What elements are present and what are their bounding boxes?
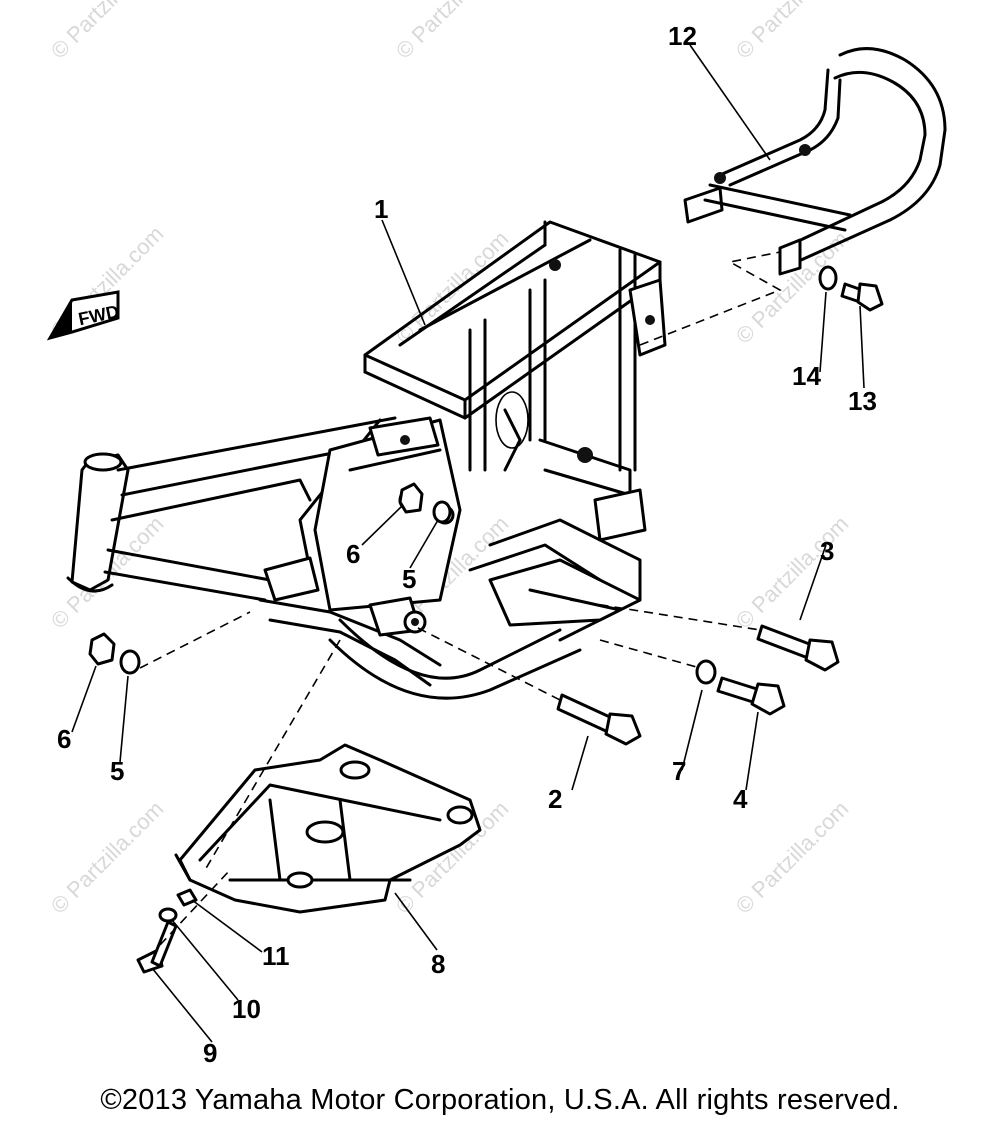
skid-plate [174,743,482,914]
bolt-13 [840,282,884,312]
hardware [88,265,884,974]
callout-12: 12 [668,21,697,51]
nut-6-left [88,632,116,666]
callout-8: 8 [431,949,445,979]
assembly-lines [139,251,782,946]
nut-6-center [398,482,424,514]
washer-5-center [432,500,452,524]
callout-14: 14 [792,361,821,391]
watermark: © Partzilla.com [731,511,854,634]
bolt-9 [136,920,178,974]
callout-5-left: 5 [110,756,124,786]
washer-5-left [119,649,141,675]
leader-lines [71,44,865,1043]
callout-5-center: 5 [402,564,416,594]
washer-10 [158,907,178,923]
main-frame [66,220,667,700]
washer-7 [695,659,717,685]
bolt-4 [716,676,786,716]
callouts: 1 2 3 4 5 5 6 6 7 8 9 10 11 12 13 14 [57,21,877,1068]
watermark: © Partzilla.com [731,0,854,64]
callout-10: 10 [232,994,261,1024]
callout-4: 4 [733,784,748,814]
watermark: © Partzilla.com [731,796,854,919]
watermark: © Partzilla.com [46,796,169,919]
callout-6-center: 6 [346,539,360,569]
collar-11 [176,888,198,907]
copyright-notice: ©2013 Yamaha Motor Corporation, U.S.A. A… [100,1084,900,1116]
callout-13: 13 [848,386,877,416]
callout-9: 9 [203,1038,217,1068]
watermark: © Partzilla.com [391,0,514,64]
rear-bar [683,47,947,276]
callout-2: 2 [548,784,562,814]
callout-1: 1 [374,194,388,224]
fwd-arrow-icon: FWD [46,290,121,341]
callout-11: 11 [262,941,290,971]
washer-14 [818,265,838,291]
watermark: © Partzilla.com [46,0,169,64]
callout-7: 7 [672,756,686,786]
callout-6-left: 6 [57,724,71,754]
bolt-2 [556,693,642,746]
bolt-3 [756,624,840,672]
callout-3: 3 [820,536,834,566]
